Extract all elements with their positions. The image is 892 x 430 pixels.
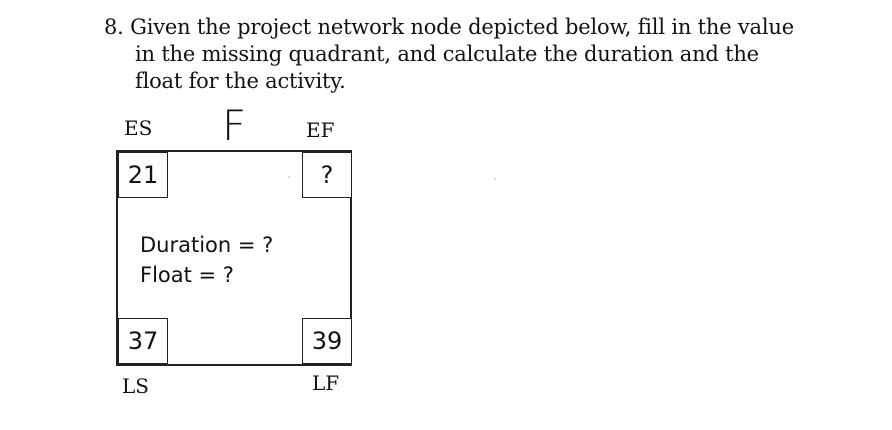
duration-text: Duration = ?	[140, 233, 274, 257]
network-node-box	[116, 150, 352, 366]
question-line-1: 8. Given the project network node depict…	[104, 15, 794, 39]
ef-value-cell: ?	[302, 152, 352, 198]
label-lf: LF	[312, 371, 340, 395]
scan-speck	[494, 178, 496, 180]
ls-value-cell: 37	[118, 318, 168, 364]
float-text: Float = ?	[140, 263, 234, 287]
label-es: ES	[124, 116, 153, 140]
question-number: 8.	[104, 15, 124, 39]
label-ef: EF	[306, 118, 335, 142]
question-text: 8. Given the project network node depict…	[104, 14, 804, 95]
es-value-cell: 21	[118, 152, 168, 198]
label-ls: LS	[122, 374, 149, 398]
scan-speck	[288, 176, 290, 178]
question-line-2: in the missing quadrant, and calculate t…	[135, 42, 759, 66]
question-line-3: float for the activity.	[135, 69, 346, 93]
activity-name: F	[222, 101, 247, 150]
lf-value-cell: 39	[302, 318, 352, 364]
